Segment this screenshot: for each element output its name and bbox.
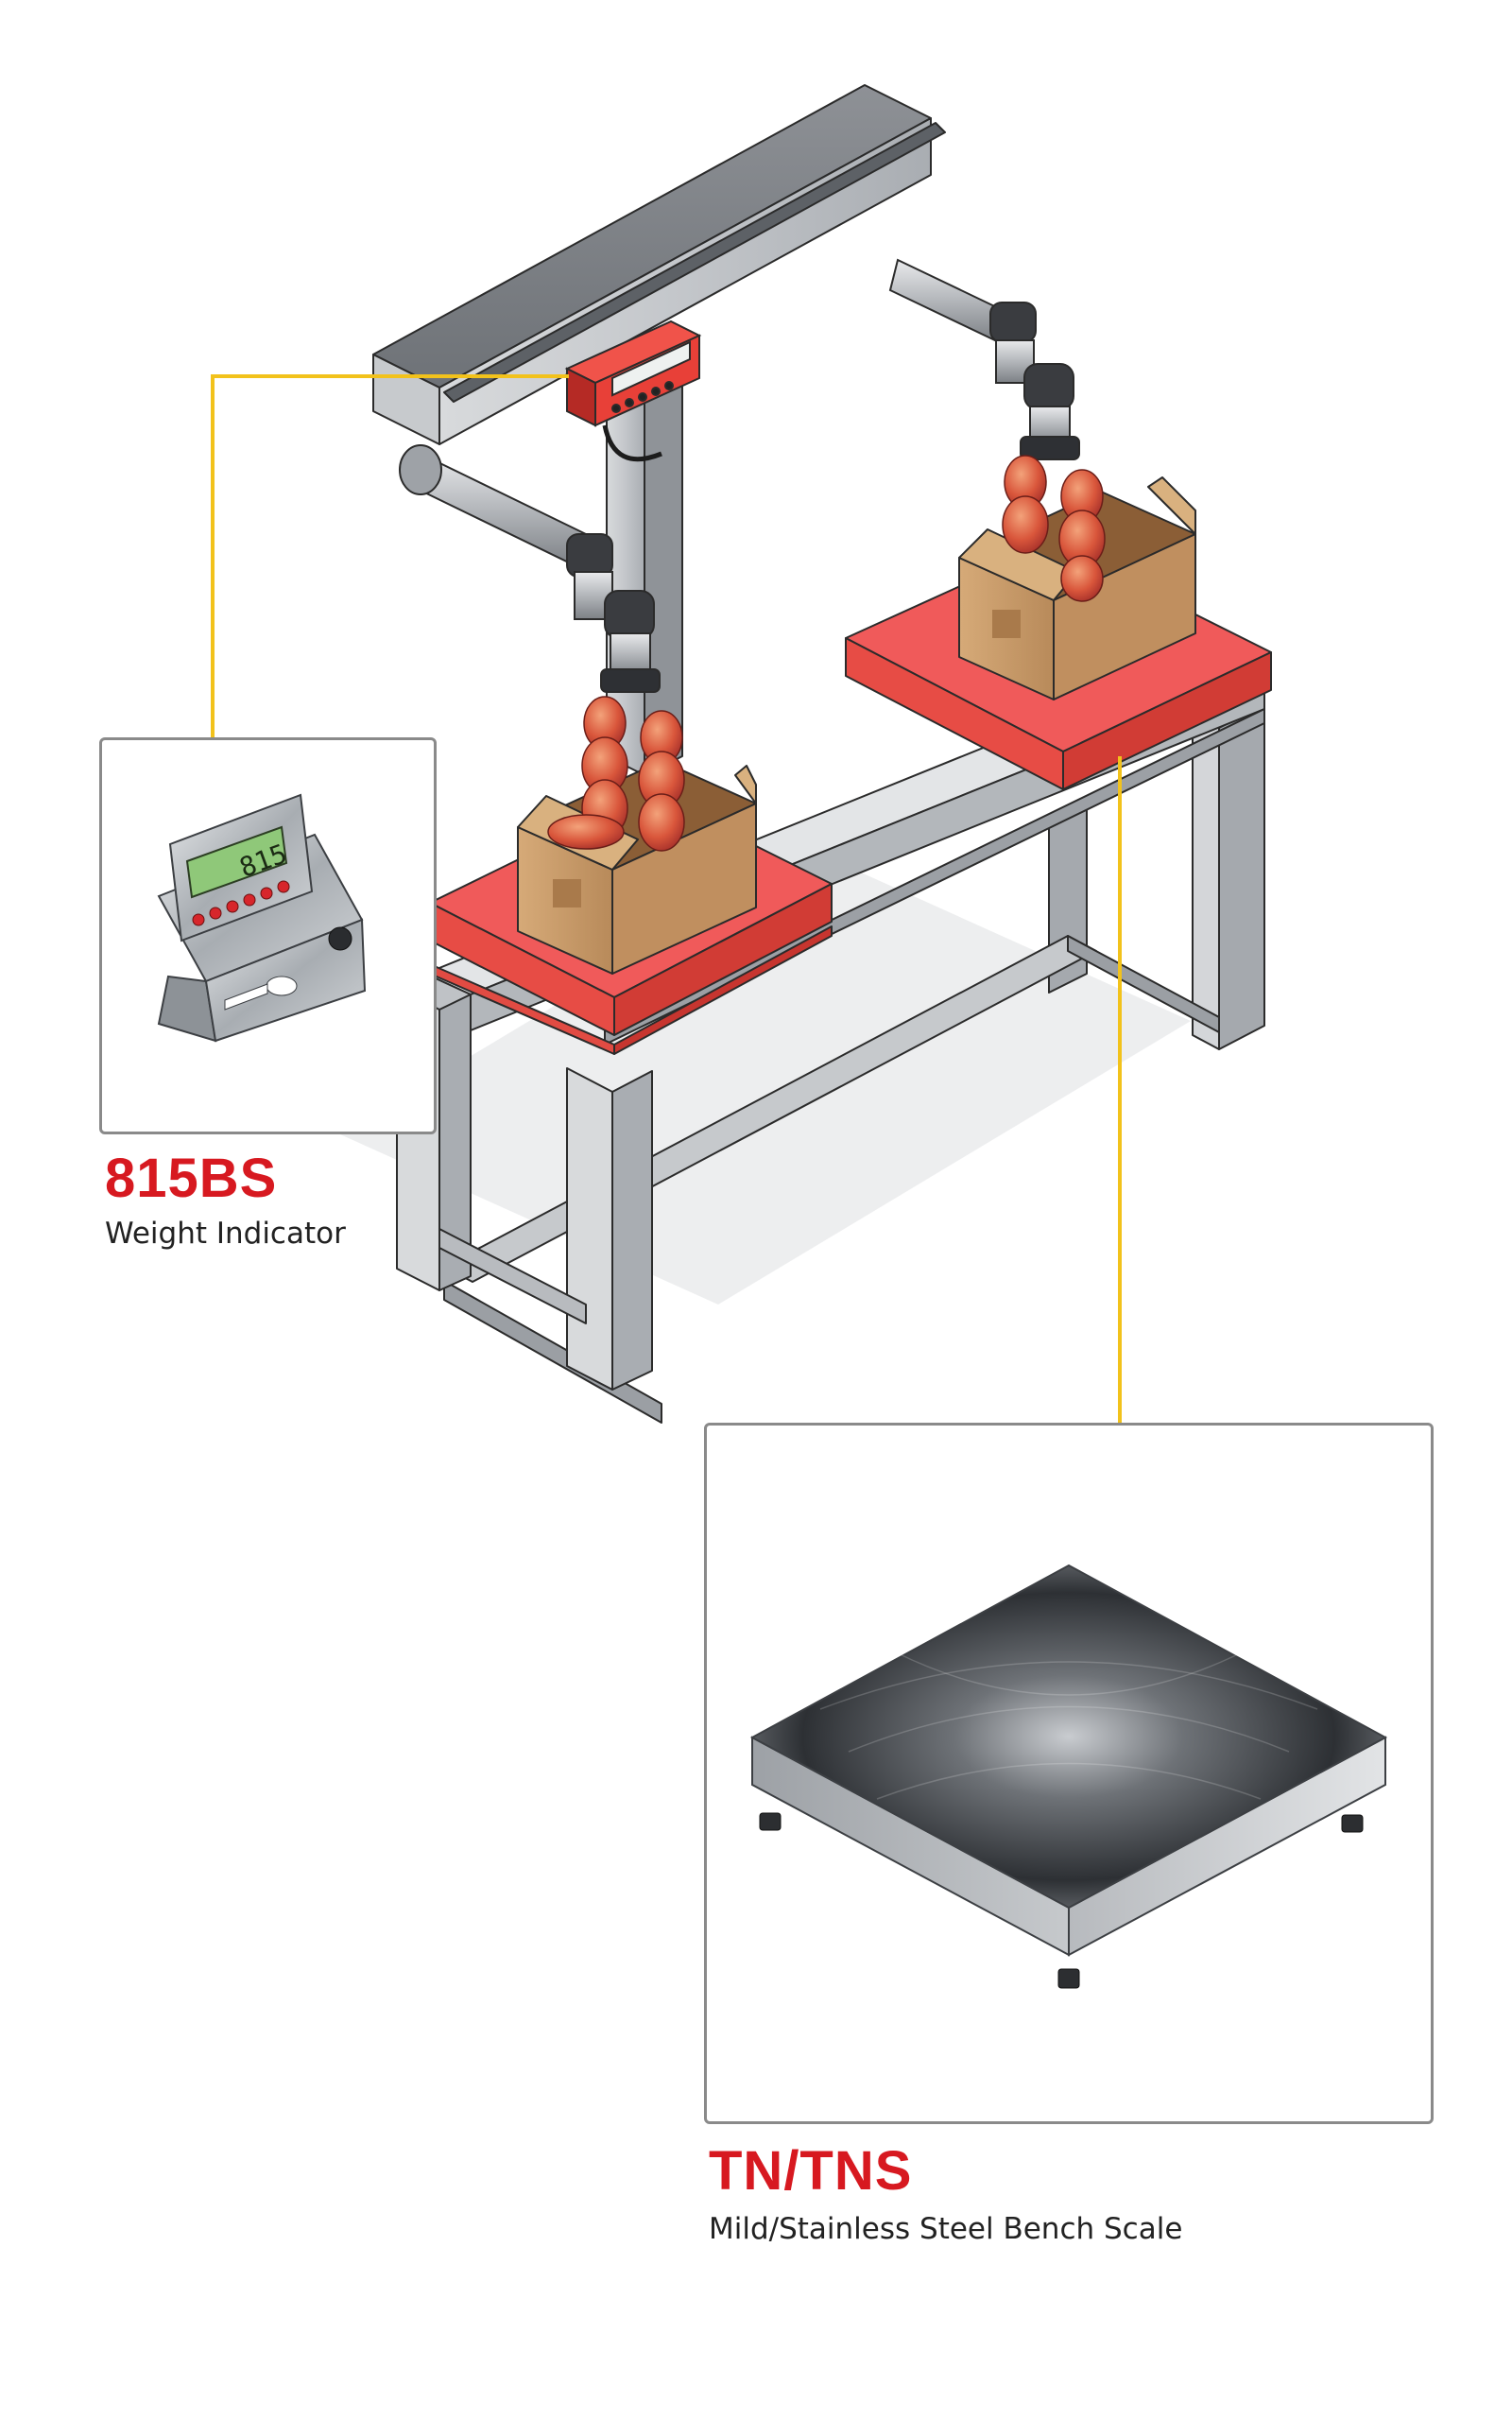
scale-product-description: Mild/Stainless Steel Bench Scale (709, 2212, 1183, 2246)
floor-shadow (340, 851, 1191, 1305)
indicator-product-code: 815BS (105, 1148, 278, 1209)
left-onion-bags (547, 696, 685, 852)
indicator-product-description: Weight Indicator (105, 1217, 346, 1251)
leader-line-indicator (211, 374, 569, 737)
right-onion-bags (1002, 455, 1106, 602)
right-scale-platform (845, 543, 1272, 790)
weight-indicator-image: 815 (157, 793, 367, 1043)
indicator-callout-box: 815 (99, 737, 437, 1134)
indicator-on-beam (564, 320, 702, 462)
scale-callout-box (704, 1423, 1434, 2124)
scale-product-code: TN/TNS (709, 2140, 913, 2202)
bench-scale-image (749, 1564, 1388, 1989)
robot-arm-right (888, 258, 1080, 460)
callout-leader-lines (211, 374, 1122, 1423)
robot-arm-left (399, 444, 661, 693)
indicator-buttons (192, 880, 290, 926)
